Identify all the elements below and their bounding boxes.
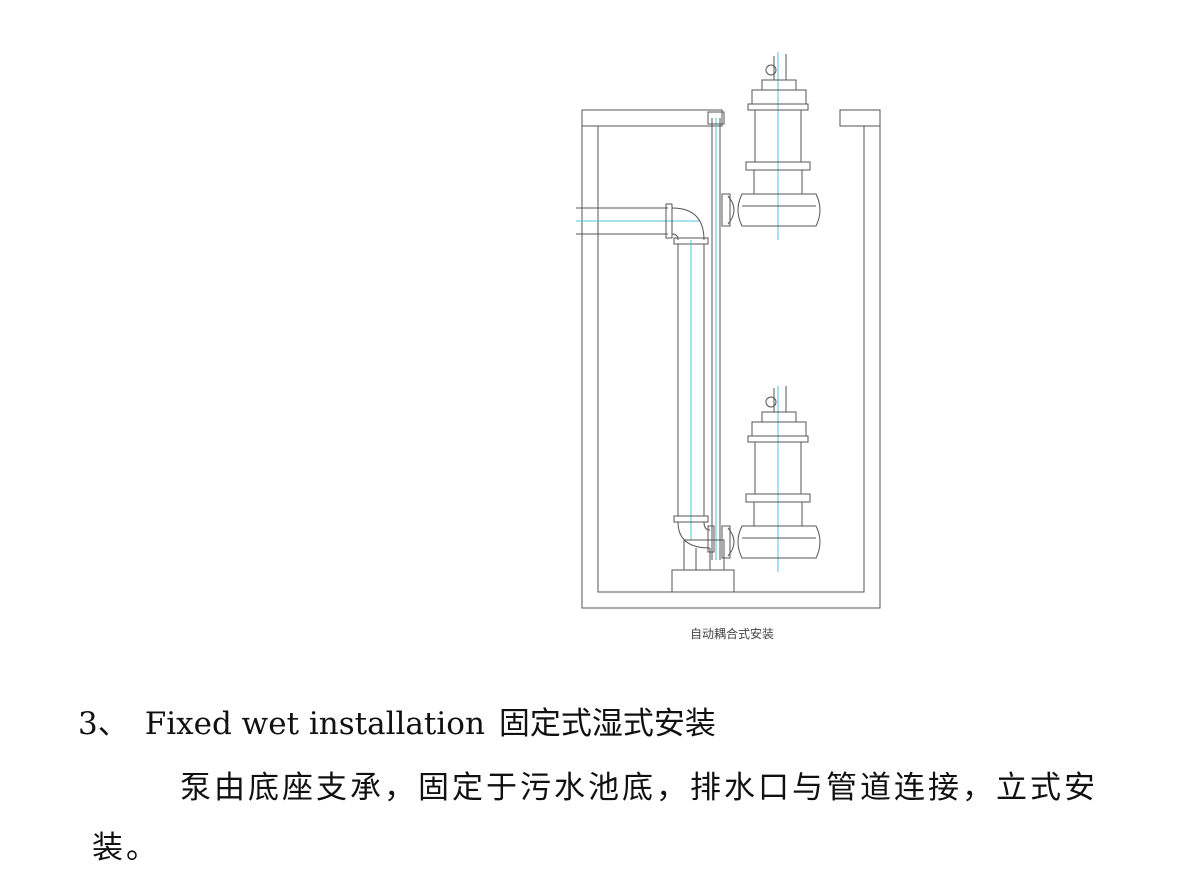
installation-diagram <box>576 52 881 609</box>
pump-upper <box>721 52 821 240</box>
section-body: 泵由底座支承，固定于污水池底，排水口与管道连接，立式安装。 <box>92 770 1098 866</box>
pump-lower <box>721 386 821 572</box>
figure-caption: 自动耦合式安装 <box>690 627 775 641</box>
section-title-en: Fixed wet installation <box>144 706 485 742</box>
section-number: 3、 <box>78 706 129 742</box>
pit-outline <box>581 109 881 609</box>
section-title-cn: 固定式湿式安装 <box>498 706 716 742</box>
guide-rail <box>707 111 725 560</box>
coupling-base <box>671 539 735 593</box>
discharge-pipe <box>576 203 715 553</box>
section-heading: 3、 Fixed wet installation 固定式湿式安装 <box>78 702 716 746</box>
